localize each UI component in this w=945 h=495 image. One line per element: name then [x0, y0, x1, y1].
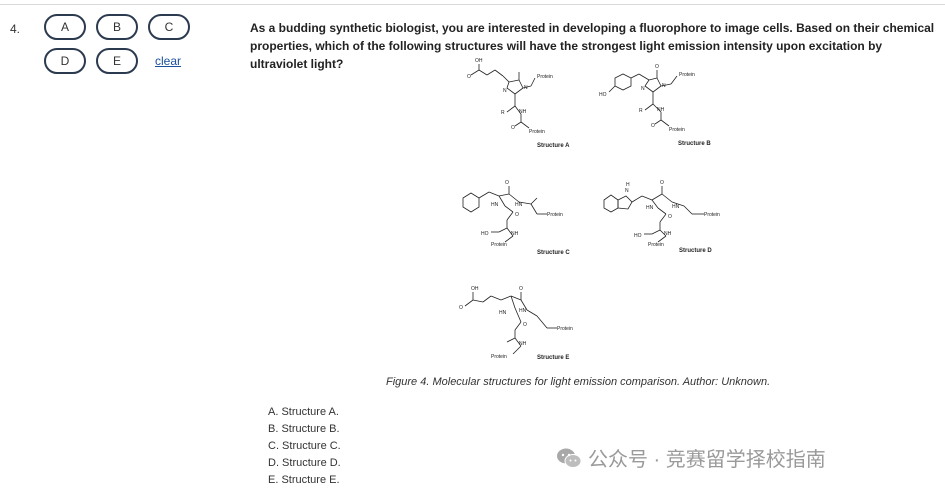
- structure-c: O HN HN O Protein HO NH Protein: [455, 176, 595, 256]
- b-n2-label: N: [641, 86, 645, 92]
- d-o1-label: O: [660, 180, 664, 186]
- d-protein-bottom-label: Protein: [648, 242, 664, 248]
- d-protein-right-label: Protein: [704, 212, 720, 218]
- structure-d-label: Structure D: [679, 248, 712, 254]
- answer-choices: A. Structure A. B. Structure B. C. Struc…: [268, 404, 341, 489]
- b-r-label: R: [639, 108, 643, 114]
- e-o1-label: O: [519, 286, 523, 292]
- question-text: As a budding synthetic biologist, you ar…: [250, 21, 935, 71]
- d-n-label: N: [625, 188, 629, 194]
- a-r-label: R: [501, 110, 505, 116]
- a-nh-label: NH: [519, 109, 527, 115]
- d-hn1-label: HN: [646, 205, 654, 211]
- d-h-label: H: [626, 182, 630, 188]
- e-protein-bottom-label: Protein: [491, 354, 507, 360]
- e-protein-right-label: Protein: [557, 326, 573, 332]
- structure-b: HO O Protein N N R NH O Protein: [595, 56, 735, 156]
- answer-bubble-a[interactable]: A: [44, 14, 86, 40]
- watermark: 公众号 · 竞赛留学择校指南: [556, 443, 826, 472]
- a-o1-label: O: [467, 74, 471, 80]
- wechat-icon: [557, 448, 582, 468]
- a-protein-top-label: Protein: [537, 74, 553, 80]
- b-o1-label: O: [655, 64, 659, 70]
- e-hn2-label: HN: [519, 308, 527, 314]
- a-protein-bottom-label: Protein: [529, 129, 545, 135]
- a-o2-label: O: [511, 125, 515, 131]
- c-o2-label: O: [515, 212, 519, 218]
- answer-bubble-b[interactable]: B: [96, 14, 138, 40]
- a-oh-label: OH: [475, 58, 483, 64]
- structure-e-label: Structure E: [537, 355, 570, 361]
- watermark-text: 公众号 · 竞赛留学择校指南: [588, 449, 826, 471]
- a-n2-label: N: [503, 88, 507, 94]
- question-number: 4.: [10, 22, 21, 36]
- d-nh-label: NH: [664, 231, 672, 237]
- b-n1-label: N: [662, 83, 666, 89]
- c-o1-label: O: [505, 180, 509, 186]
- choice-e: E. Structure E.: [268, 474, 340, 486]
- c-ho-label: HO: [481, 231, 489, 237]
- choice-a: A. Structure A.: [268, 406, 339, 418]
- structure-b-label: Structure B: [678, 141, 711, 147]
- d-ho-label: HO: [634, 233, 642, 239]
- e-nh-label: NH: [519, 341, 527, 347]
- figure-caption: Figure 4. Molecular structures for light…: [386, 376, 771, 388]
- d-o2-label: O: [668, 214, 672, 220]
- answer-bubble-e[interactable]: E: [96, 48, 138, 74]
- b-nh-label: NH: [657, 107, 665, 113]
- d-hn2-label: HN: [672, 204, 680, 210]
- clear-link[interactable]: clear: [155, 54, 182, 68]
- choice-d: D. Structure D.: [268, 457, 341, 469]
- choice-c: C. Structure C.: [268, 440, 341, 452]
- answer-bubble-d[interactable]: D: [44, 48, 86, 74]
- c-protein-right-label: Protein: [547, 212, 563, 218]
- structure-d: H N O HN HN O Protein HO NH Protein: [600, 176, 740, 256]
- choice-b: B. Structure B.: [268, 423, 340, 435]
- answer-bubble-c[interactable]: C: [148, 14, 190, 40]
- c-hn1-label: HN: [491, 202, 499, 208]
- e-hn1-label: HN: [499, 310, 507, 316]
- e-o0-label: O: [459, 305, 463, 311]
- top-divider: [0, 4, 945, 5]
- c-protein-bottom-label: Protein: [491, 242, 507, 248]
- a-n1-label: N: [524, 85, 528, 91]
- c-nh-label: NH: [511, 231, 519, 237]
- b-protein-bottom-label: Protein: [669, 127, 685, 133]
- b-o2-label: O: [651, 123, 655, 129]
- structure-e: OH O O HN HN O Protein NH Protein: [455, 282, 595, 362]
- structure-a: OH O Protein N N R NH O Protein: [455, 56, 595, 156]
- e-o2-label: O: [523, 322, 527, 328]
- e-oh-label: OH: [471, 286, 479, 292]
- structure-c-label: Structure C: [537, 250, 570, 256]
- structure-a-label: Structure A: [537, 143, 570, 149]
- b-ho-label: HO: [599, 92, 607, 98]
- c-hn2-label: HN: [515, 202, 523, 208]
- b-protein-top-label: Protein: [679, 72, 695, 78]
